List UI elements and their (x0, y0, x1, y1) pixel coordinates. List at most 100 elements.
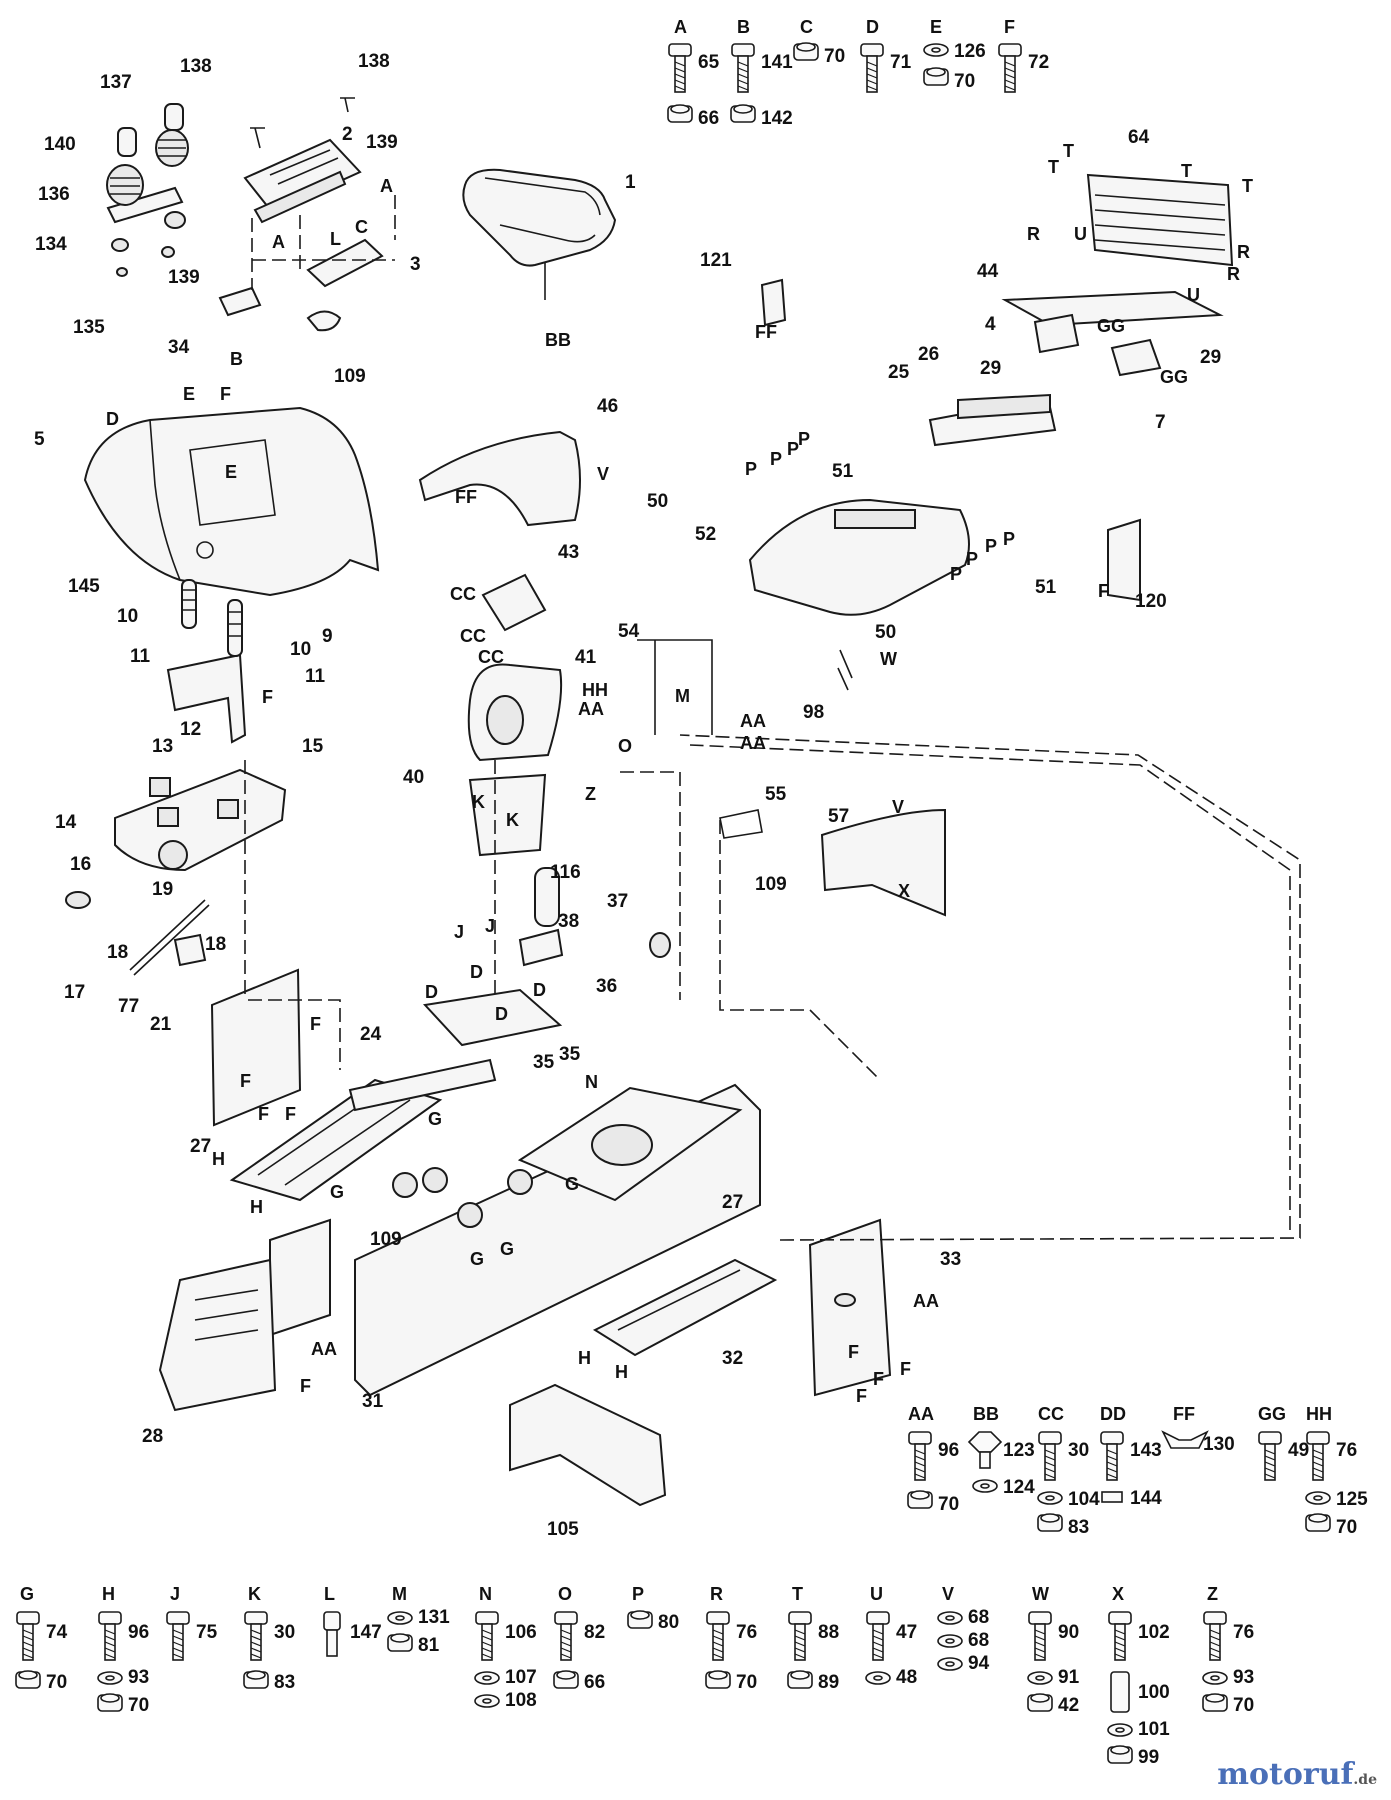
seat-springs-part (106, 97, 355, 277)
seat-frame-part (928, 173, 1234, 447)
reference-letter: T (1181, 161, 1192, 181)
callout-number: 27 (722, 1192, 743, 1213)
callout-number: 4 (985, 314, 996, 335)
callout-number: 64 (1128, 127, 1150, 148)
watermark-logo: motoruf.de (1217, 1757, 1377, 1792)
reference-letter: R (1027, 224, 1040, 244)
callout-number: 116 (550, 862, 581, 883)
reference-letter: K (472, 792, 485, 812)
reference-letter: F (300, 1376, 311, 1396)
reference-letter: E (225, 462, 237, 482)
callout-number: 138 (358, 51, 390, 72)
callout-number: 1 (625, 172, 636, 193)
callout-number: 50 (875, 622, 896, 643)
reference-letter: L (330, 229, 341, 249)
washer-icon (1037, 1491, 1063, 1505)
part-number-label: 131 (418, 1607, 450, 1628)
callout-number: 139 (168, 267, 200, 288)
reference-letter: HH (582, 680, 608, 700)
part-number-label: 72 (1028, 52, 1049, 73)
callout-number: 29 (980, 358, 1001, 379)
bolt-icon (788, 1611, 812, 1661)
callout-number: 41 (575, 647, 597, 668)
reference-letter: U (1074, 224, 1087, 244)
callout-number: 3 (410, 254, 421, 275)
callout-number: 40 (403, 767, 424, 788)
reference-letter: GG (1097, 316, 1125, 336)
hardware-code-label: B (737, 17, 750, 37)
hardware-code-label: BB (973, 1404, 999, 1424)
hardware-code-label: CC (1038, 1404, 1064, 1424)
callout-number: 109 (334, 366, 366, 387)
callout-number: 35 (559, 1044, 581, 1065)
callout-number: 24 (360, 1024, 382, 1045)
callout-number: 10 (117, 606, 138, 627)
reference-letter: O (618, 736, 632, 756)
reference-letter: T (1063, 141, 1074, 161)
nut-icon (553, 1670, 579, 1689)
nut-icon (1202, 1693, 1228, 1712)
hardware-group-c: C70 (793, 17, 845, 67)
hardware-code-label: F (1004, 17, 1015, 37)
callout-number: 135 (73, 317, 105, 338)
nut-icon (627, 1610, 653, 1629)
callout-number: 120 (1135, 591, 1167, 612)
callout-number: 37 (607, 891, 628, 912)
hardware-code-label: P (632, 1584, 644, 1604)
callout-number: 32 (722, 1348, 743, 1369)
reference-letter: D (495, 1004, 508, 1024)
pin-icon (323, 1611, 341, 1657)
part-number-label: 143 (1130, 1440, 1162, 1461)
hardware-code-label: N (479, 1584, 492, 1604)
reference-letter: G (470, 1249, 484, 1269)
reference-letter: R (1237, 242, 1250, 262)
part-number-label: 75 (196, 1622, 218, 1643)
bolt-icon (1100, 1431, 1124, 1481)
hardware-code-label: DD (1100, 1404, 1126, 1424)
callout-number: 105 (547, 1519, 579, 1540)
bolt-icon (166, 1611, 190, 1661)
callout-number: 134 (35, 234, 67, 255)
bolt-icon (244, 1611, 268, 1661)
bolt-icon (866, 1611, 890, 1661)
callout-number: 98 (803, 702, 824, 723)
callout-number: 50 (647, 491, 668, 512)
reference-letter: F (258, 1104, 269, 1124)
reference-letter: F (240, 1071, 251, 1091)
reference-letter: A (380, 176, 393, 196)
reference-letter: P (770, 449, 782, 469)
hardware-code-label: FF (1173, 1404, 1195, 1424)
reference-letter: N (585, 1072, 598, 1092)
reference-letter: W (880, 649, 897, 669)
hardware-code-label: X (1112, 1584, 1124, 1604)
callout-number: 14 (55, 812, 77, 833)
reference-letter: AA (913, 1291, 939, 1311)
bolt-icon (1038, 1431, 1062, 1481)
fuel-tank-part (65, 579, 341, 1127)
nut-icon (705, 1670, 731, 1689)
nut-icon (923, 67, 949, 86)
callout-number: 25 (888, 362, 910, 383)
washer-icon (474, 1694, 500, 1708)
callout-number: 17 (64, 982, 85, 1003)
callout-number: 18 (107, 942, 128, 963)
part-number-label: 88 (818, 1622, 839, 1643)
callout-number: 9 (322, 626, 333, 647)
part-number-label: 68 (968, 1607, 989, 1628)
callout-number: 21 (150, 1014, 172, 1035)
part-number-label: 30 (1068, 1440, 1089, 1461)
reference-letter: F (873, 1369, 884, 1389)
seat-pan-part (462, 168, 617, 300)
hardware-code-label: V (942, 1584, 954, 1604)
spacer-icon (1110, 1671, 1130, 1713)
callout-number: 140 (44, 134, 76, 155)
reference-letter: H (615, 1362, 628, 1382)
part-number-label: 89 (818, 1672, 839, 1693)
